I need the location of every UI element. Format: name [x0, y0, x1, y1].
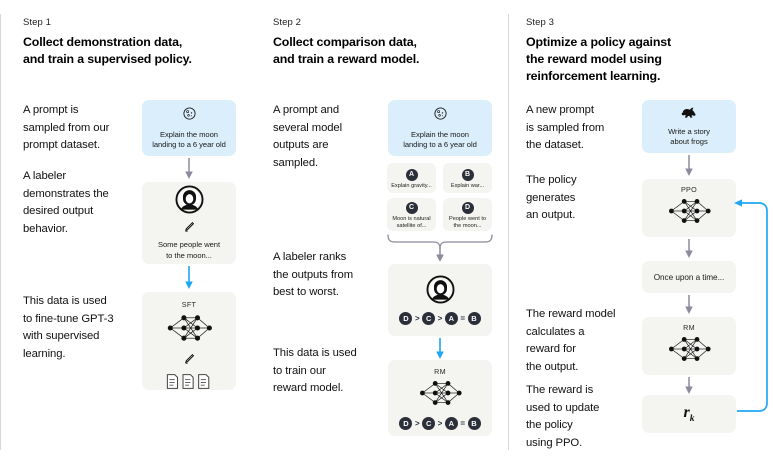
option-card-b[interactable]: B Explain war... — [443, 163, 492, 193]
step-1-column: Step 1 Collect demonstration data, and t… — [0, 0, 255, 464]
step-2-prompt-text: Explain the moon landing to a 6 year old — [403, 129, 477, 150]
neural-net-icon — [664, 333, 714, 370]
step-2-paragraph-1: A prompt and several model outputs are s… — [273, 104, 343, 169]
step-2-rm-caption: RM — [434, 367, 446, 376]
step-1-paragraph-2: A labeler demonstrates the desired outpu… — [23, 170, 109, 235]
step-1-labeler-card[interactable]: Some people went to the moon... — [142, 182, 236, 264]
rank-badge-3: A — [444, 312, 458, 325]
labeler-icon — [175, 185, 204, 219]
rank-badge-1: D — [399, 312, 413, 325]
rank-op-3: = — [460, 419, 465, 428]
step-1-paragraph-3: This data is used to fine-tune GPT-3 wit… — [23, 295, 114, 360]
step-2-paragraph-2: A labeler ranks the outputs from best to… — [273, 251, 354, 298]
option-text-d: People went to the moon... — [448, 215, 486, 229]
arrow-down-gray — [683, 239, 695, 264]
rank-op-2: > — [437, 314, 443, 323]
rank-badge-4: B — [467, 417, 481, 430]
moon-icon — [433, 106, 448, 126]
step-3-output-card[interactable]: Once upon a time... — [642, 261, 736, 293]
step-3-new-prompt-text: Write a story about frogs — [668, 126, 710, 147]
step-2-title: Collect comparison data, and train a rew… — [273, 35, 420, 66]
option-card-d[interactable]: D People went to the moon... — [443, 198, 492, 231]
rank-op-3: = — [460, 314, 465, 323]
ranking-row: D > C > A = B — [399, 312, 481, 325]
rank-badge-2: C — [422, 312, 436, 325]
step-3-rm-caption: RM — [683, 323, 695, 332]
rank-badge-1: D — [399, 417, 413, 430]
step-2-column: Step 2 Collect comparison data, and trai… — [255, 0, 508, 464]
option-text-c: Moon is natural satellite of... — [392, 215, 431, 229]
step-3-paragraph-2: The policy generates an output. — [526, 174, 577, 221]
rank-op-1: > — [414, 419, 420, 428]
pencil-icon — [183, 220, 195, 238]
documents-icon — [166, 373, 212, 395]
pencil-icon — [183, 352, 195, 370]
step-3-title: Optimize a policy against the reward mod… — [526, 35, 671, 83]
step-3-paragraph-1: A new prompt is sampled from the dataset… — [526, 104, 605, 151]
step-1-paragraph-1: A prompt is sampled from our prompt data… — [23, 104, 110, 151]
ranking-row-rm: D > C > A = B — [399, 417, 481, 430]
rank-op-2: > — [437, 419, 443, 428]
option-text-b: Explain war... — [450, 182, 485, 189]
step-1-labeler-text: Some people went to the moon... — [157, 240, 221, 260]
labeler-icon — [426, 275, 455, 309]
step-3-paragraph-4: The reward is used to update the policy … — [526, 384, 600, 449]
step-3-output-text: Once upon a time... — [653, 272, 725, 282]
frog-icon — [681, 106, 698, 124]
arrow-down-gray — [683, 295, 695, 320]
step-3-column: Step 3 Optimize a policy against the rew… — [508, 0, 773, 464]
option-badge-b: B — [461, 168, 474, 181]
option-text-a: Explain gravity... — [391, 182, 432, 189]
neural-net-icon — [163, 311, 215, 350]
neural-net-icon — [415, 377, 465, 414]
reward-symbol-subscript: k — [689, 414, 695, 425]
arrow-down-blue — [434, 338, 446, 365]
step-2-paragraph-3: This data is used to train our reward mo… — [273, 347, 357, 394]
step-3-paragraph-3: The reward model calculates a reward for… — [526, 308, 616, 373]
option-card-c[interactable]: C Moon is natural satellite of... — [387, 198, 436, 231]
reward-symbol: rk — [684, 404, 695, 424]
step-3-rm-card[interactable]: RM — [642, 317, 736, 375]
column-divider-1 — [0, 14, 1, 450]
rank-badge-2: C — [422, 417, 436, 430]
step-3-ppo-card[interactable]: PPO — [642, 179, 736, 237]
moon-icon — [182, 106, 197, 126]
arrow-down-gray — [683, 377, 695, 400]
option-badge-d: D — [461, 201, 474, 214]
gather-brace-arrow — [385, 233, 495, 268]
option-badge-a: A — [405, 168, 418, 181]
option-card-a[interactable]: A Explain gravity... — [387, 163, 436, 193]
step-1-prompt-text: Explain the moon landing to a 6 year old — [152, 129, 226, 150]
ppo-feedback-loop-arrow — [733, 195, 773, 425]
arrow-down-blue — [183, 266, 195, 295]
option-badge-c: C — [405, 201, 418, 214]
step-3-reward-card[interactable]: rk — [642, 395, 736, 433]
neural-net-icon — [664, 195, 714, 232]
step-2-ranking-card[interactable]: D > C > A = B — [388, 264, 492, 336]
step-3-ppo-caption: PPO — [680, 185, 698, 194]
reward-symbol-base: r — [683, 403, 690, 421]
step-2-rm-card[interactable]: RM — [388, 360, 492, 436]
step-1-sft-card[interactable]: SFT — [142, 292, 236, 390]
step-1-prompt-card[interactable]: Explain the moon landing to a 6 year old — [142, 100, 236, 156]
step-1-sft-caption: SFT — [181, 300, 197, 309]
step-3-label: Step 3 — [526, 17, 555, 28]
rank-op-1: > — [414, 314, 420, 323]
step-1-label: Step 1 — [23, 17, 52, 28]
step-1-title: Collect demonstration data, and train a … — [23, 35, 192, 66]
rank-badge-4: B — [467, 312, 481, 325]
step-3-new-prompt-card[interactable]: Write a story about frogs — [642, 100, 736, 153]
rank-badge-3: A — [444, 417, 458, 430]
step-2-prompt-card[interactable]: Explain the moon landing to a 6 year old — [388, 100, 492, 156]
column-divider-2 — [508, 14, 509, 450]
step-2-label: Step 2 — [273, 17, 302, 28]
arrow-down-gray — [183, 158, 195, 185]
arrow-down-gray — [683, 155, 695, 182]
